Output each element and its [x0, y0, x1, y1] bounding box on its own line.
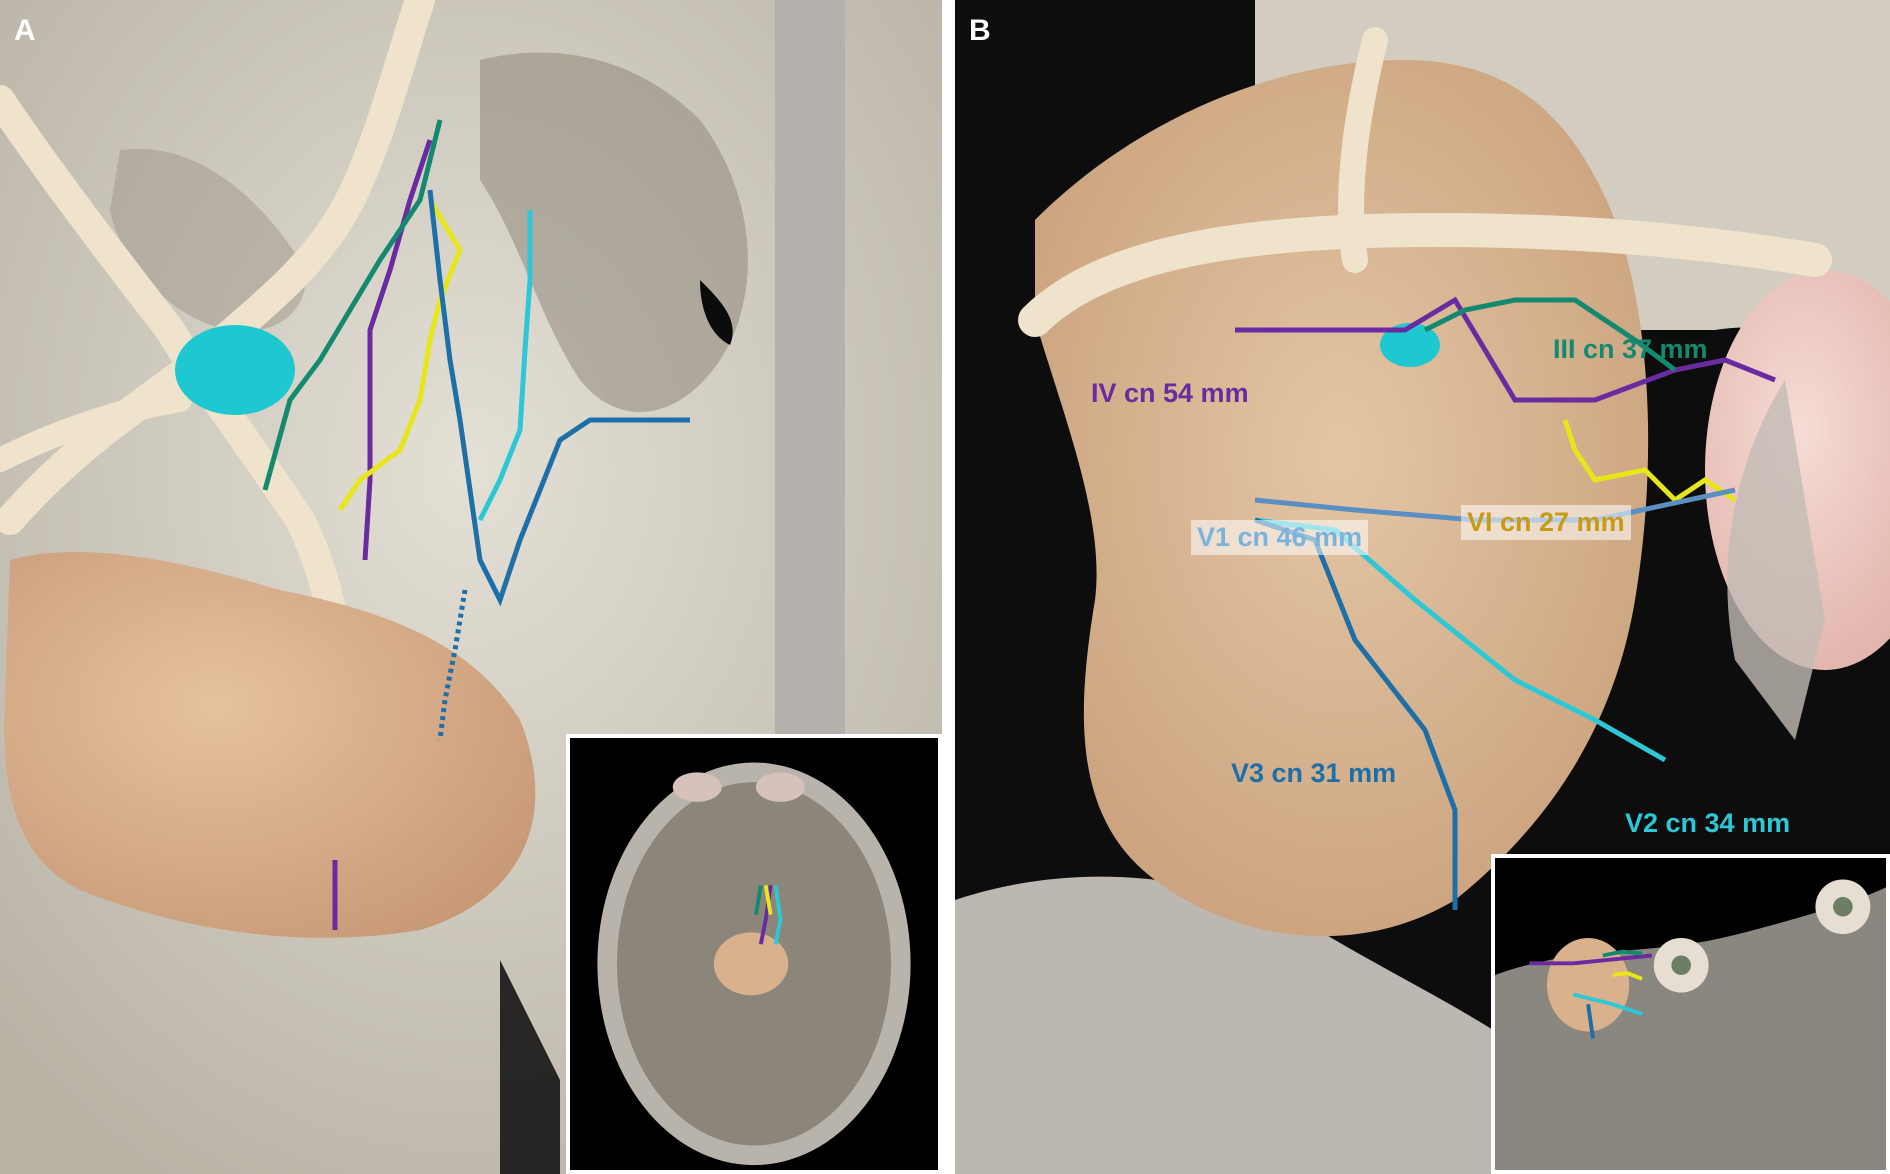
nerve-v3-dashed — [437, 589, 468, 741]
label-cn3: III cn 37 mm — [1553, 334, 1708, 364]
nerve-cn6-path — [337, 198, 463, 512]
label-cn6: VI cn 27 mm — [1461, 505, 1631, 540]
bone-right — [1727, 380, 1825, 740]
panel-letter-b: B — [969, 14, 991, 47]
bone-lower — [955, 876, 1655, 1174]
inset-nerve-cyan — [773, 884, 783, 945]
label-v3: V3 cn 31 mm — [1231, 758, 1397, 788]
bone-foramen — [700, 280, 733, 345]
tumor-mass — [1035, 60, 1649, 937]
nerve-cn3-path — [262, 119, 443, 491]
inset-skull-oblique-view — [1491, 854, 1890, 1174]
inset-nerve-blue — [1586, 1003, 1595, 1039]
inset-nerve-yellow — [763, 884, 773, 916]
cyan-structure — [1380, 323, 1440, 367]
inset-b-scene — [1495, 858, 1886, 1170]
panel-b-scene — [955, 0, 1890, 1174]
dark-gap — [500, 960, 560, 1174]
inset-tumor — [713, 932, 789, 996]
tumor-mass — [4, 551, 536, 938]
inset-nerve-green — [754, 884, 763, 916]
nerve-cn4-path — [362, 139, 433, 561]
inset-skull-top-view — [566, 734, 942, 1174]
inset-nerve-purple — [1529, 953, 1652, 966]
cyan-structure — [175, 325, 295, 415]
nerve-cn3-path — [1423, 297, 1677, 372]
panel-letter-a: A — [14, 14, 36, 47]
artery-horizontal — [1018, 212, 1832, 337]
nerve-cn4-path — [1235, 296, 1776, 403]
inset-nerve-yellow — [1612, 971, 1643, 981]
orbit-left — [672, 772, 722, 802]
label-v2: V2 cn 34 mm — [1625, 808, 1791, 838]
label-cn4: IV cn 54 mm — [1091, 378, 1249, 408]
nerve-v2-path — [477, 210, 533, 522]
inset-iris-left — [1671, 955, 1691, 975]
panel-a: A — [0, 0, 942, 1174]
bone-recess-shadow — [110, 148, 306, 332]
artery-branch-left — [0, 388, 192, 472]
inset-nerve-green — [1602, 949, 1643, 958]
label-v1: V1 cn 46 mm — [1191, 520, 1369, 555]
nerve-v3-path — [427, 189, 690, 607]
artery-vertical — [1338, 27, 1388, 273]
nerve-cn6-path — [1562, 419, 1737, 504]
panel-b: B III cn 37 mm IV cn 54 mm V1 cn 46 mm V… — [955, 0, 1890, 1174]
inset-a-scene — [570, 738, 938, 1170]
bone-fossa-shadow — [480, 52, 748, 413]
panel-a-scene — [0, 0, 942, 1174]
orbit-right — [755, 772, 805, 802]
inset-iris-right — [1833, 897, 1853, 917]
inset-nerve-cyan — [1572, 992, 1643, 1016]
